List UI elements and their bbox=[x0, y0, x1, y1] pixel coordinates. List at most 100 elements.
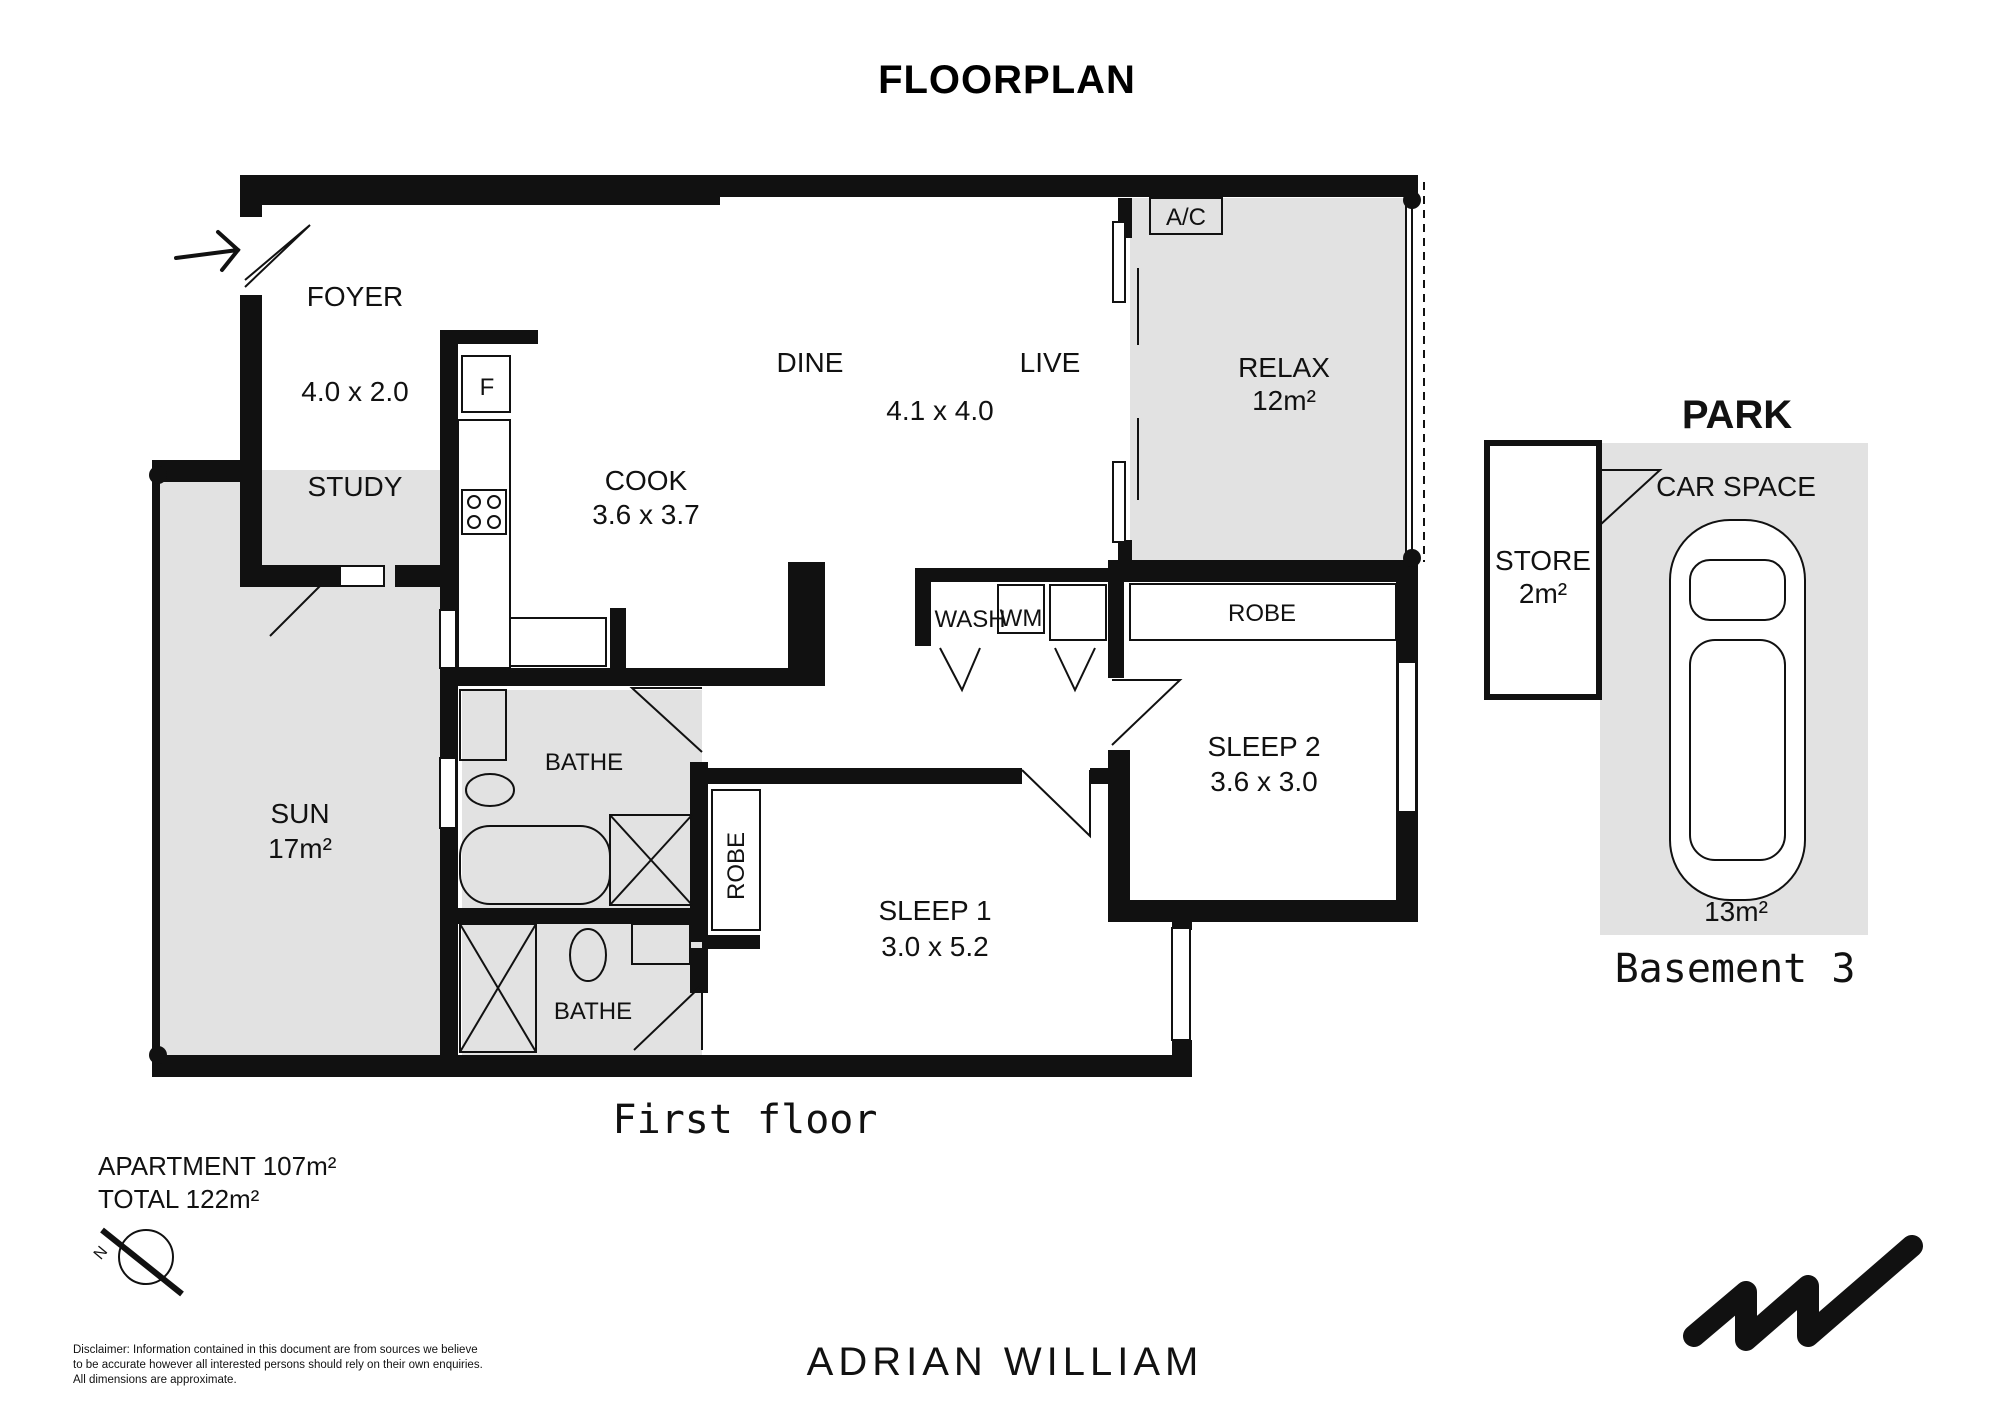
corner-dot bbox=[1403, 191, 1421, 209]
wall-top-right bbox=[240, 175, 1418, 197]
wall-kitchen-bottom bbox=[440, 668, 825, 686]
wall-sleep1-right-b bbox=[1172, 1040, 1192, 1077]
label-car-space: CAR SPACE bbox=[1656, 471, 1816, 502]
wall-kitchen-left bbox=[440, 330, 458, 1055]
study-door bbox=[269, 565, 343, 637]
disclaimer-line-3: All dimensions are approximate. bbox=[73, 1374, 237, 1386]
bath2-door bbox=[633, 982, 703, 1051]
bathe2-area-fill bbox=[462, 920, 702, 1055]
disclaimer-line-2: to be accurate however all interested pe… bbox=[73, 1359, 483, 1371]
wall-bath-right2 bbox=[690, 948, 708, 993]
label-robe-side: ROBE bbox=[723, 832, 750, 900]
wall-cook-island bbox=[788, 562, 825, 686]
laundry-door-l bbox=[939, 647, 981, 693]
room-cook: COOK bbox=[605, 465, 688, 496]
window bbox=[439, 757, 457, 829]
wall-laundry-right bbox=[1108, 568, 1124, 678]
toilet-icon bbox=[465, 773, 515, 807]
vanity-2 bbox=[631, 923, 691, 965]
store-outline bbox=[1484, 440, 1602, 700]
room-sleep1-dims: 3.0 x 5.2 bbox=[881, 931, 988, 962]
wall-sun-top bbox=[152, 460, 260, 482]
park-level: Basement 3 bbox=[1615, 946, 1856, 992]
laundry-tub bbox=[1049, 584, 1107, 641]
window bbox=[439, 609, 457, 669]
room-live-dims: 4.1 x 4.0 bbox=[886, 395, 993, 426]
entry-door bbox=[244, 224, 311, 288]
wall-laundry-left bbox=[915, 568, 931, 646]
room-bathe-2: BATHE bbox=[554, 998, 632, 1025]
wall-robe-bottom bbox=[702, 935, 760, 949]
wall-bottom bbox=[152, 1055, 1192, 1077]
wall-foyer-left bbox=[240, 295, 262, 587]
doors bbox=[244, 224, 1183, 1051]
room-sleep1: SLEEP 1 bbox=[878, 895, 991, 926]
room-dine: DINE bbox=[777, 347, 844, 378]
room-sleep2-dims: 3.6 x 3.0 bbox=[1210, 766, 1317, 797]
compass-icon bbox=[100, 1227, 184, 1297]
relax-glass bbox=[1405, 197, 1413, 561]
label-ac: A/C bbox=[1166, 204, 1206, 231]
wall-bath-right bbox=[690, 762, 708, 942]
shower bbox=[609, 814, 693, 906]
wall-kitchen-inner bbox=[610, 608, 626, 686]
label-store-area: 2m² bbox=[1519, 578, 1567, 609]
brand-name: ADRIAN WILLIAM bbox=[807, 1340, 1204, 1384]
wall-sun-left bbox=[152, 470, 160, 1060]
robe-side-box bbox=[711, 789, 761, 931]
label-robe-top: ROBE bbox=[1228, 600, 1296, 627]
room-study: STUDY bbox=[308, 471, 403, 502]
label-wm: WM bbox=[1000, 605, 1043, 632]
wall-bath-mid bbox=[440, 908, 702, 924]
room-foyer-dims: 4.0 x 2.0 bbox=[301, 376, 408, 407]
floor-label: First floor bbox=[613, 1097, 878, 1143]
sleep2-door bbox=[1111, 679, 1183, 746]
sleep1-door bbox=[1021, 769, 1091, 839]
wall-foyer-left-top bbox=[240, 175, 262, 217]
room-sun: SUN bbox=[270, 798, 329, 829]
total-area: TOTAL 122m² bbox=[98, 1184, 260, 1214]
robe-top-box bbox=[1129, 583, 1397, 641]
wall-relax-left-b bbox=[1118, 540, 1132, 570]
fixtures bbox=[457, 197, 1397, 1053]
room-sleep2: SLEEP 2 bbox=[1207, 731, 1320, 762]
wall-sleep2-bottom bbox=[1108, 900, 1418, 922]
label-fridge: F bbox=[480, 374, 495, 401]
room-foyer: FOYER bbox=[307, 281, 403, 312]
bath-door bbox=[629, 687, 703, 753]
kitchen-bench bbox=[457, 419, 511, 669]
wall-sleep2-top bbox=[1108, 560, 1418, 582]
brand-logo-icon bbox=[1683, 1235, 1923, 1351]
wall-sleep2-left bbox=[1108, 750, 1130, 920]
label-car-area: 13m² bbox=[1704, 896, 1768, 927]
wall-laundry-top bbox=[915, 568, 1120, 582]
compass-north-label: N bbox=[91, 1243, 111, 1263]
window bbox=[1397, 661, 1417, 813]
walls bbox=[152, 175, 1418, 1077]
window bbox=[1112, 461, 1126, 543]
apartment-area: APARTMENT 107m² bbox=[98, 1151, 337, 1181]
window bbox=[1112, 221, 1126, 303]
laundry-door-r bbox=[1054, 647, 1096, 693]
washer bbox=[997, 584, 1045, 634]
wall-foyer-bottom bbox=[240, 565, 345, 587]
cooktop-icon bbox=[461, 489, 507, 535]
disclaimer-line-1: Disclaimer: Information contained in thi… bbox=[73, 1344, 478, 1356]
bath-vanity bbox=[459, 689, 507, 761]
wall-sleep1-top bbox=[702, 768, 1022, 784]
sink-icon bbox=[509, 617, 607, 667]
entry-arrow-icon bbox=[174, 230, 241, 272]
window bbox=[1171, 927, 1191, 1041]
fridge bbox=[461, 355, 511, 413]
corner-dot bbox=[149, 466, 167, 484]
wall-kitchen-top bbox=[440, 330, 538, 344]
store-door bbox=[1599, 469, 1663, 526]
corner-dot bbox=[1403, 549, 1421, 567]
parking bbox=[1484, 440, 1806, 901]
shower-2 bbox=[459, 923, 537, 1053]
page-title: FLOORPLAN bbox=[878, 58, 1136, 102]
relax-area-fill bbox=[1130, 198, 1410, 560]
room-sun-area: 17m² bbox=[268, 833, 332, 864]
windows bbox=[339, 182, 1425, 1041]
